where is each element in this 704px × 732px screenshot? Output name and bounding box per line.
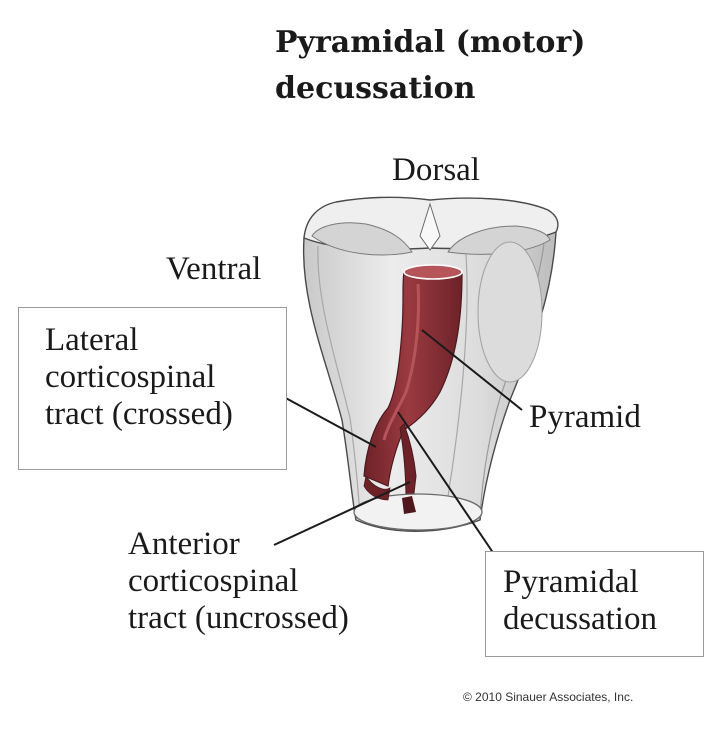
leader-decussation xyxy=(397,411,499,561)
diagram-title: Pyramidal (motor) decussation xyxy=(275,20,635,112)
label-lateral-corticospinal: Lateral corticospinal tract (crossed) xyxy=(18,307,287,470)
leader-pyramid xyxy=(421,329,523,411)
label-pyramid: Pyramid xyxy=(529,399,641,435)
medulla-bottom-surface xyxy=(353,493,483,531)
label-lateral-line-3: tract (crossed) xyxy=(45,396,233,432)
label-anterior-line-3: tract (uncrossed) xyxy=(128,600,349,636)
olive-bulge xyxy=(477,241,543,383)
label-dorsal: Dorsal xyxy=(392,152,480,188)
tract-highlight xyxy=(382,283,420,441)
tract-bottom-uncrossed xyxy=(402,496,416,514)
label-anterior-line-2: corticospinal xyxy=(128,563,299,599)
dorsal-median-sulcus xyxy=(419,202,441,251)
body-shading-left xyxy=(317,245,361,516)
title-line-1: Pyramidal (motor) xyxy=(275,25,586,60)
label-decussation-line-2: decussation xyxy=(503,601,657,637)
label-decussation-line-1: Pyramidal xyxy=(503,564,639,600)
label-anterior-corticospinal: Anterior corticospinal tract (uncrossed) xyxy=(128,526,349,637)
copyright-notice: © 2010 Sinauer Associates, Inc. xyxy=(463,690,634,704)
pyramid-tract-top xyxy=(403,264,463,280)
label-lateral-line-2: corticospinal xyxy=(45,359,216,395)
leader-anterior xyxy=(273,481,411,546)
title-line-2: decussation xyxy=(275,71,476,106)
label-ventral: Ventral xyxy=(166,251,262,287)
gray-matter-left xyxy=(311,222,413,256)
label-lateral-line-1: Lateral xyxy=(45,322,139,358)
label-pyramidal-decussation: Pyramidal decussation xyxy=(485,551,704,657)
label-anterior-line-1: Anterior xyxy=(128,526,240,562)
